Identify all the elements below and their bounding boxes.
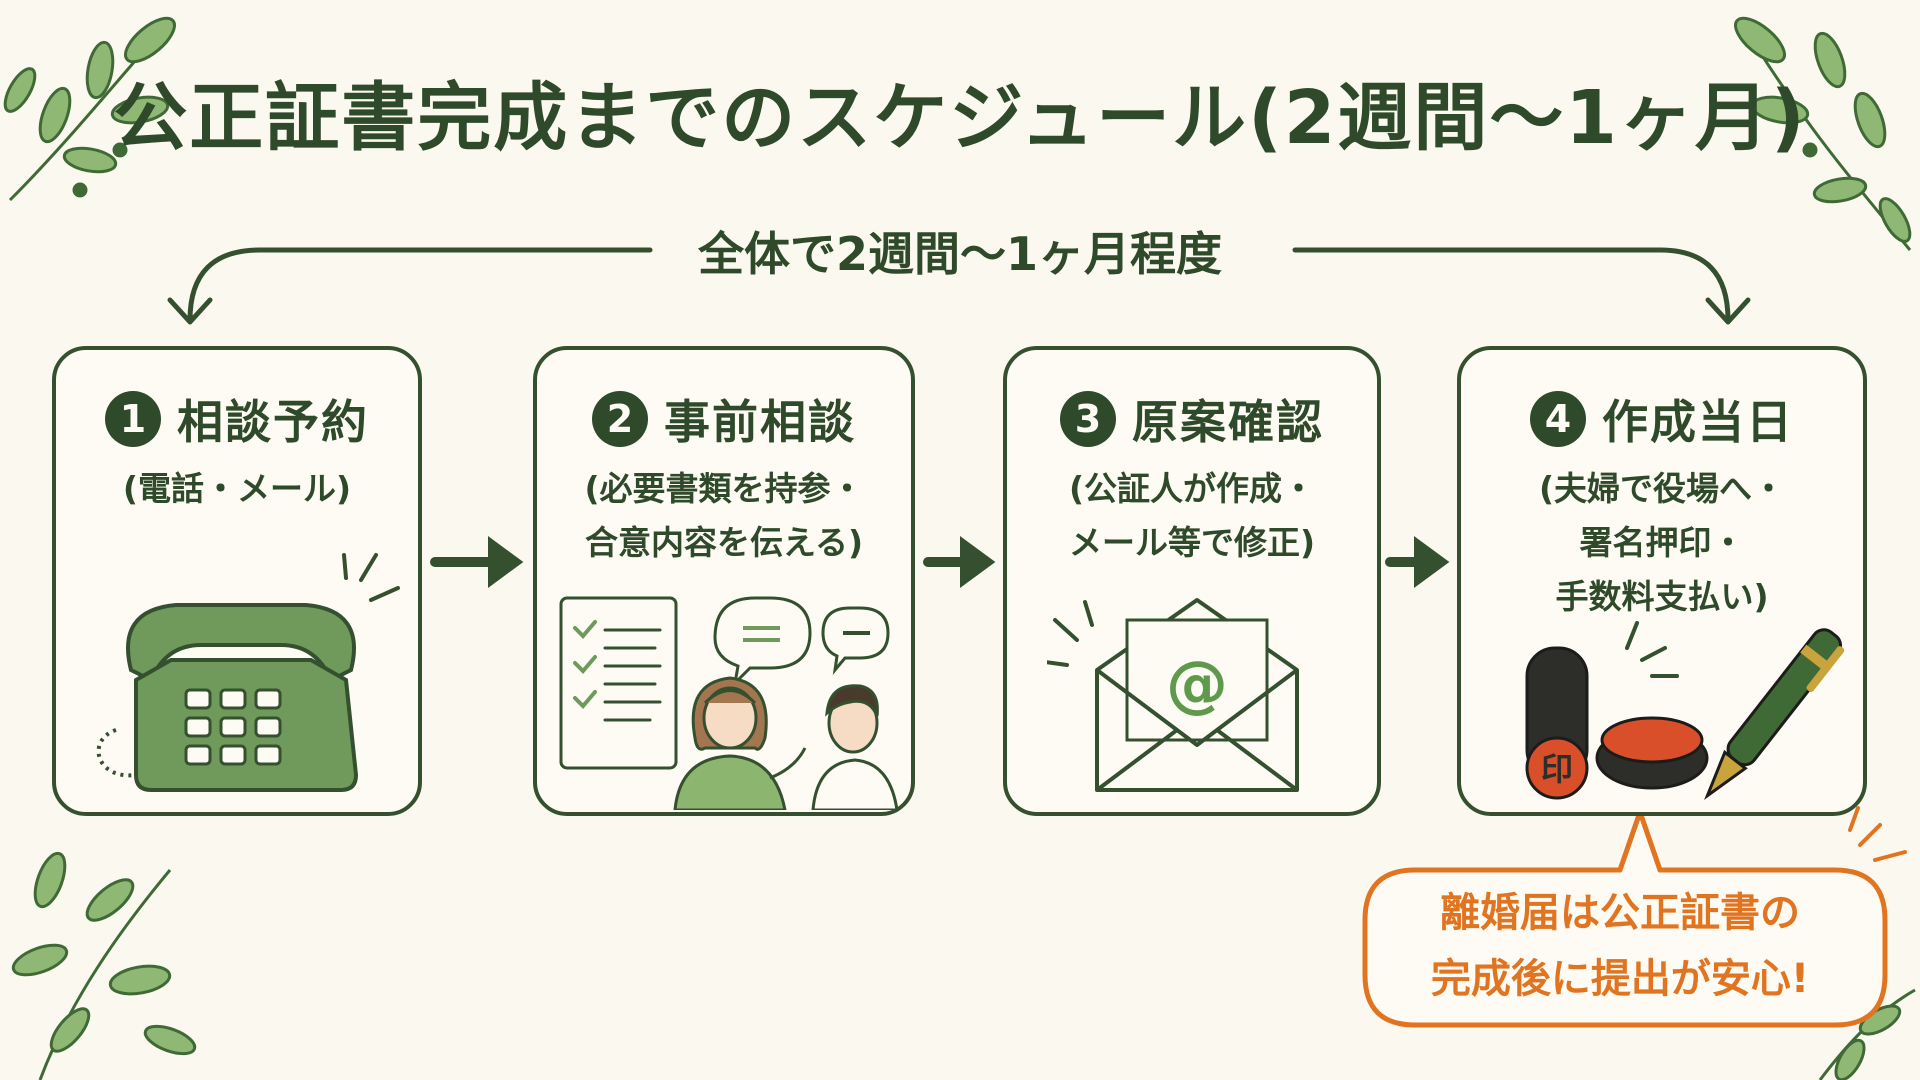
consultation-icon	[559, 596, 899, 810]
step-card-1: 1 相談予約 (電話・メール)	[52, 346, 422, 816]
note-sparkle-lines	[1848, 806, 1907, 862]
leaf-decoration-bottom-left	[11, 851, 197, 1080]
flow-arrow-2-3	[923, 536, 996, 588]
step-number-badge: 4	[1530, 391, 1586, 447]
step-number-badge: 2	[592, 391, 648, 447]
seal-and-pen-icon: 印	[1525, 621, 1845, 801]
page-title: 公正証書完成までのスケジュール(2週間〜1ヶ月)	[113, 75, 1807, 161]
flow-arrow-1-2	[430, 536, 524, 588]
duration-bracket	[167, 247, 1751, 325]
note-bubble	[1362, 809, 1888, 1028]
step-description: (夫婦で役場へ・ 署名押印・ 手数料支払い)	[1538, 469, 1786, 616]
step-description: (電話・メール)	[122, 469, 352, 508]
seal-character: 印	[1541, 750, 1573, 788]
note-text: 離婚届は公正証書の 完成後に提出が安心!	[1430, 890, 1810, 1002]
step-description: (必要書類を持参・ 合意内容を伝える)	[584, 469, 864, 562]
duration-label: 全体で2週間〜1ヶ月程度	[697, 227, 1222, 281]
svg-text:@: @	[1166, 647, 1228, 720]
step-title: 相談予約	[177, 395, 369, 449]
step-card-2: 2 事前相談 (必要書類を持参・ 合意内容を伝える)	[533, 346, 915, 816]
step-card-3: 3 原案確認 (公証人が作成・ メール等で修正) @	[1003, 346, 1381, 816]
step-description: (公証人が作成・ メール等で修正)	[1068, 469, 1316, 562]
leaf-decoration-top-right	[1734, 16, 1912, 251]
step-title: 作成当日	[1602, 395, 1794, 449]
step-card-4: 4 作成当日 (夫婦で役場へ・ 署名押印・ 手数料支払い) 印	[1457, 346, 1867, 816]
step-number-badge: 1	[105, 391, 161, 447]
email-envelope-icon: @	[1047, 598, 1299, 792]
flow-arrow-3-4	[1385, 536, 1450, 588]
step-title: 事前相談	[664, 395, 856, 449]
step-number-badge: 3	[1060, 391, 1116, 447]
leaf-decoration-top-left	[3, 16, 176, 202]
leaf-decoration-bottom-right	[1818, 988, 1916, 1080]
step-title: 原案確認	[1132, 395, 1324, 449]
telephone-icon	[96, 553, 400, 792]
